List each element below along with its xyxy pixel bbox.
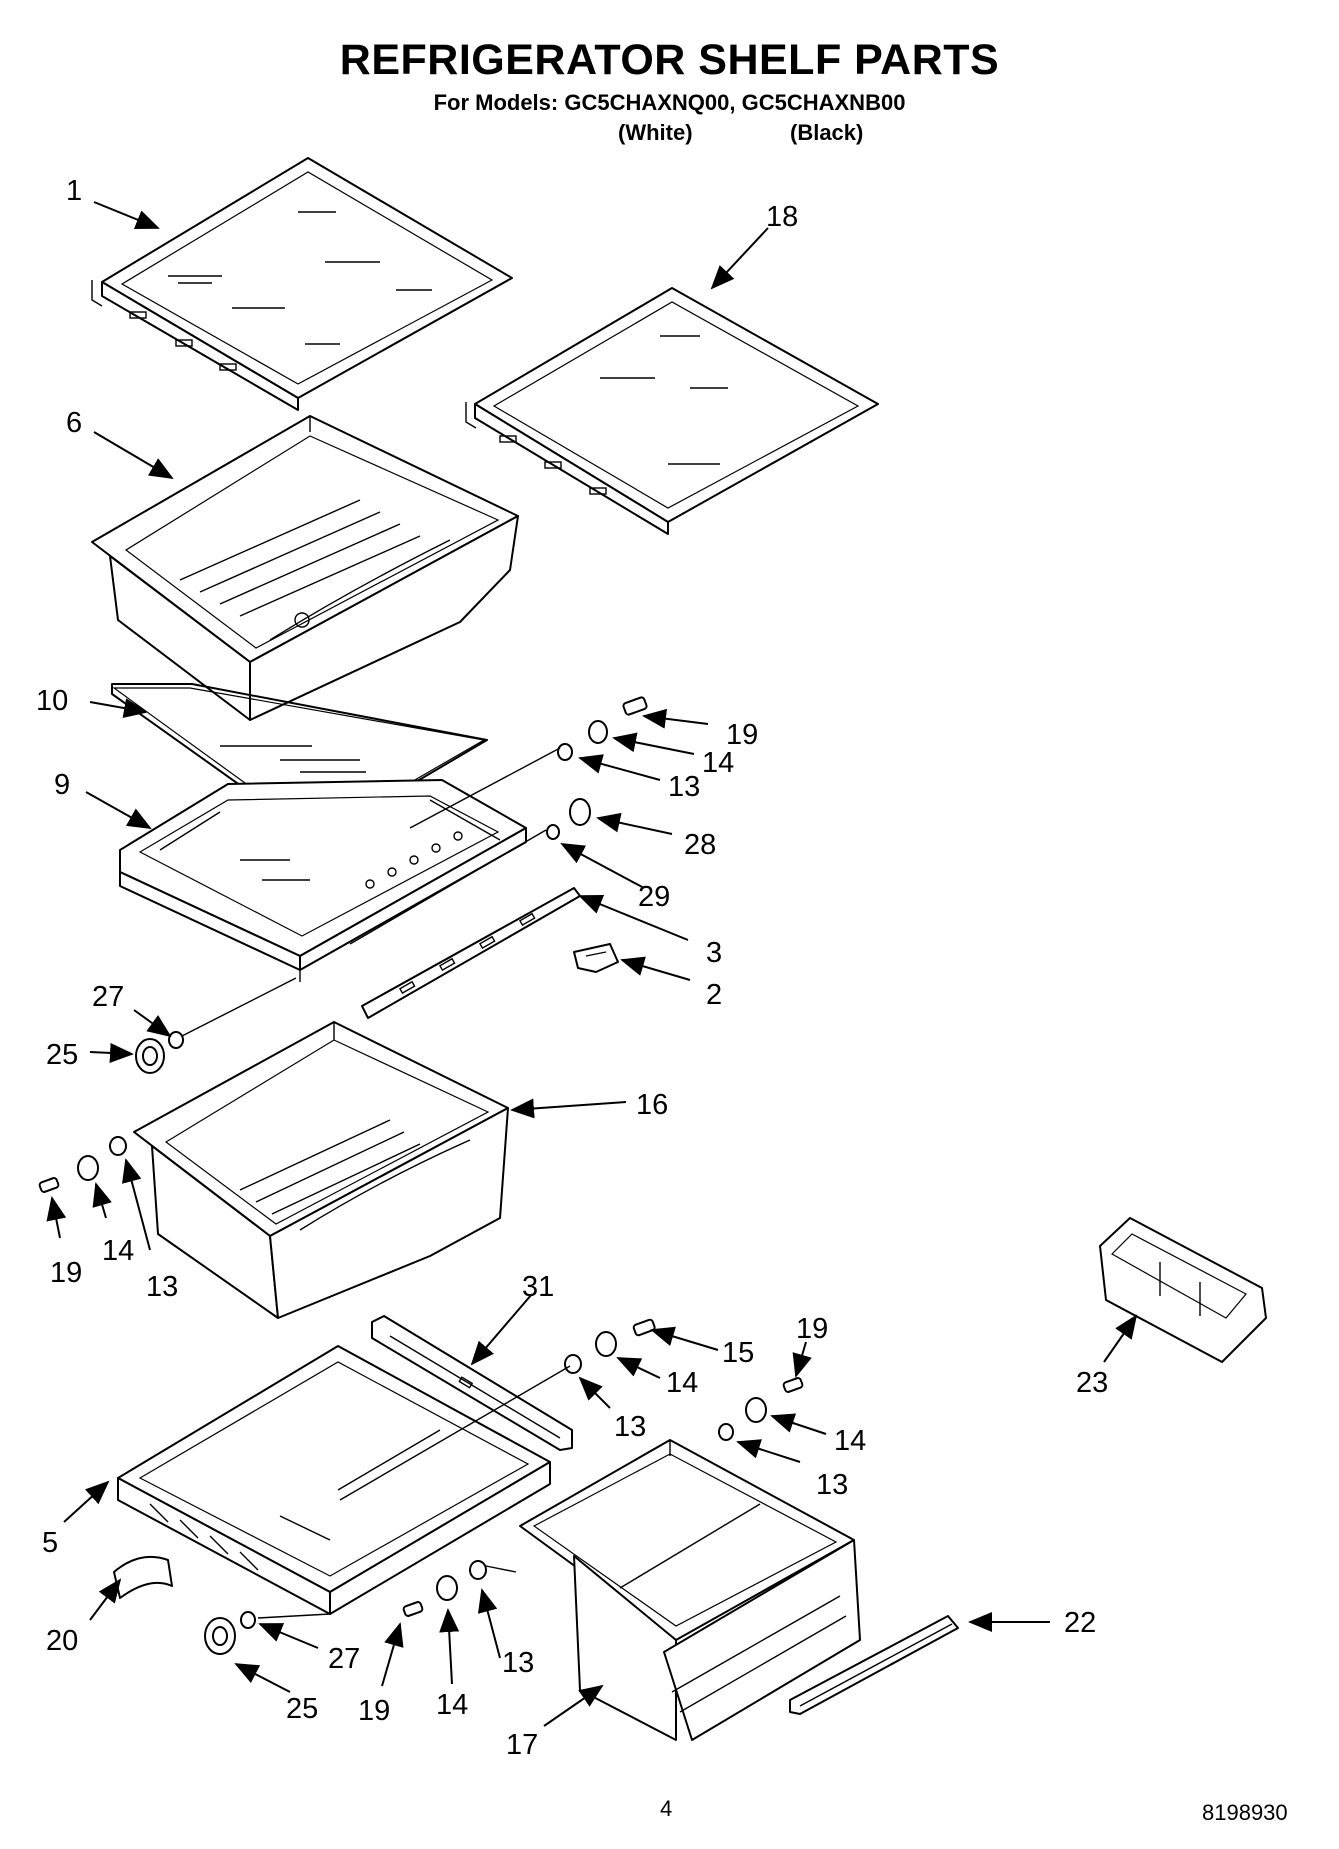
rail-part-31 [371,1315,573,1451]
callout-23: 23 [1076,1367,1108,1399]
callout-5: 5 [42,1527,58,1559]
callout-19-a: 19 [726,719,758,751]
handle-part-22 [789,1615,959,1715]
callout-13-d: 13 [816,1469,848,1501]
door-bin-part-23 [1099,1217,1267,1363]
leader-arrows [46,201,1138,1727]
crisper-cover-frame-part-9 [119,779,527,982]
callout-27-b: 27 [328,1643,360,1675]
callout-17: 17 [506,1729,538,1761]
callout-19-d: 19 [358,1695,390,1727]
models-line: For Models: GC5CHAXNQ00, GC5CHAXNB00 [433,90,906,115]
crisper-drawer-part-16 [133,1021,509,1319]
crisper-frame-part-5 [117,1345,551,1615]
callout-28: 28 [684,829,716,861]
callout-14-e: 14 [436,1689,468,1721]
crisper-drawer-part-6 [91,415,519,721]
callout-20: 20 [46,1625,78,1657]
callout-22: 22 [1064,1607,1096,1639]
callout-19-b: 19 [50,1257,82,1289]
hardware-left [38,1031,184,1193]
callout-16: 16 [636,1089,668,1121]
callout-14-b: 14 [102,1235,134,1267]
glass-shelf-part-18 [465,287,879,535]
callout-9: 9 [54,769,70,801]
bracket-part-20 [113,1556,173,1599]
callout-10: 10 [36,685,68,717]
callout-14-c: 14 [666,1367,698,1399]
callout-13-a: 13 [668,771,700,803]
callout-15: 15 [722,1337,754,1369]
page-number: 4 [660,1796,673,1821]
callout-14-a: 14 [702,747,734,779]
callout-19-c: 19 [796,1313,828,1345]
callout-numbers: 1 18 6 10 9 19 14 13 28 29 3 2 27 25 16 … [36,175,1108,1761]
callout-31: 31 [522,1271,554,1303]
color-white-label: (White) [618,120,693,145]
callout-25-b: 25 [286,1693,318,1725]
alignment-lines [181,747,571,1619]
callout-6: 6 [66,407,82,439]
clip-part-2 [573,943,619,973]
glass-shelf-part-1 [91,157,513,411]
callout-2: 2 [706,979,722,1011]
callout-27-a: 27 [92,981,124,1013]
callout-29: 29 [638,881,670,913]
hardware-lower-middle [402,1318,804,1617]
callout-13-e: 13 [502,1647,534,1679]
callout-13-c: 13 [614,1411,646,1443]
callout-18: 18 [766,201,798,233]
hardware-lower-left [204,1611,256,1655]
document-number: 8198930 [1202,1800,1288,1825]
callout-13-b: 13 [146,1271,178,1303]
hardware-upper-right [546,696,648,840]
callout-14-d: 14 [834,1425,866,1457]
callout-3: 3 [706,937,722,969]
color-black-label: (Black) [790,120,864,145]
page-title: REFRIGERATOR SHELF PARTS [339,36,1000,84]
callout-1: 1 [66,175,82,207]
callout-25-a: 25 [46,1039,78,1071]
